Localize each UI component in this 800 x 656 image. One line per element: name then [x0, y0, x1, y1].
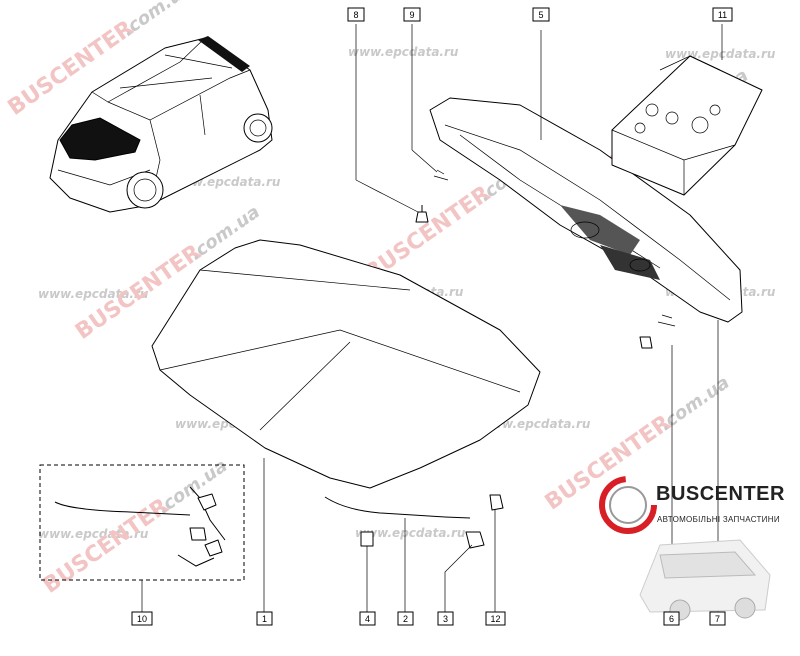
svg-text:5: 5: [538, 10, 543, 20]
svg-text:4: 4: [365, 614, 370, 624]
svg-text:8: 8: [353, 10, 358, 20]
buscenter-logo: BUSCENTER АВТОМОБІЛЬНІ ЗАПЧАСТИНИ: [599, 476, 785, 621]
logo-name: BUSCENTER: [656, 483, 785, 505]
callout-7: 7: [709, 611, 726, 626]
svg-text:11: 11: [718, 10, 727, 20]
logo-tagline: АВТОМОБІЛЬНІ ЗАПЧАСТИНИ: [657, 515, 780, 524]
callout-10: 10: [131, 611, 153, 626]
watermark-brand-domain: .com.ua: [656, 372, 734, 435]
watermark-brand: BUSCENTER: [39, 494, 174, 599]
fasteners: [415, 169, 676, 349]
callout-12: 12: [485, 611, 506, 626]
svg-text:2: 2: [403, 614, 408, 624]
callout-6: 6: [663, 611, 680, 626]
callout-4: 4: [359, 611, 376, 626]
svg-text:12: 12: [490, 614, 500, 624]
callout-11: 11: [712, 7, 733, 22]
hood-panel: [151, 239, 541, 489]
watermark-site: www.epcdata.ru: [38, 527, 149, 541]
svg-text:9: 9: [409, 10, 414, 20]
tailgate-trim: [429, 97, 743, 323]
callout-3: 3: [437, 611, 454, 626]
callout-8: 8: [347, 7, 365, 22]
watermark-site: www.epcdata.ru: [355, 526, 466, 540]
watermark-site: www.epcdata.ru: [665, 47, 776, 61]
svg-text:7: 7: [715, 614, 720, 624]
callout-1: 1: [256, 611, 273, 626]
callout-2: 2: [397, 611, 414, 626]
svg-text:10: 10: [137, 614, 147, 624]
watermark-brand-domain: .com.ua: [118, 0, 196, 41]
watermark-site: www.epcdata.ru: [480, 417, 591, 431]
release-cable-group: [39, 464, 245, 581]
watermark-site: www.epcdata.ru: [348, 45, 459, 59]
car-illustration: [49, 36, 273, 213]
callout-5: 5: [532, 7, 550, 22]
callout-9: 9: [403, 7, 421, 22]
svg-text:6: 6: [669, 614, 674, 624]
clip-kit-box: [611, 55, 763, 196]
watermark-site: www.epcdata.ru: [38, 287, 149, 301]
svg-text:3: 3: [443, 614, 448, 624]
small-parts: [324, 494, 504, 549]
svg-text:1: 1: [262, 614, 267, 624]
watermark-brand-domain: .com.ua: [153, 455, 231, 518]
